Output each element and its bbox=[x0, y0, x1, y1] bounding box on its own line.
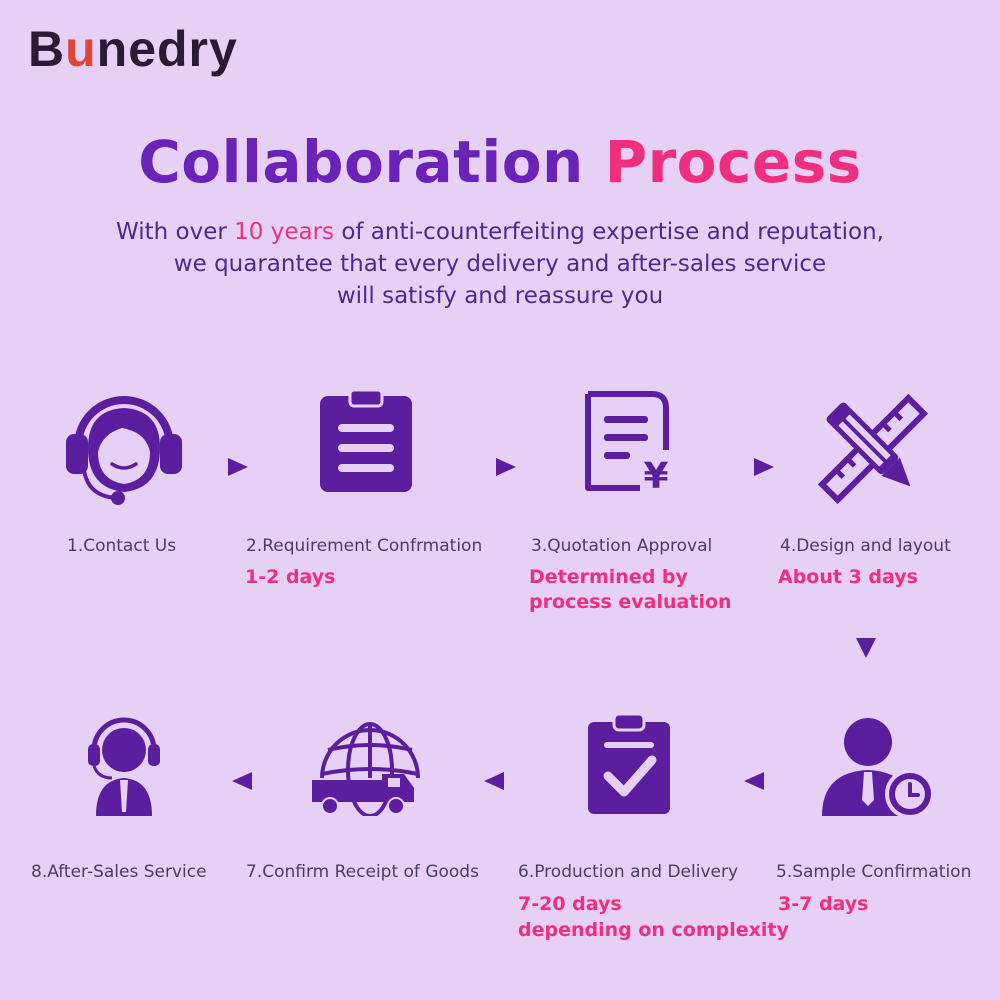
arrow-right-icon bbox=[228, 458, 248, 476]
step-3-duration-line2: process evaluation bbox=[529, 591, 732, 613]
arrow-left-icon bbox=[232, 772, 252, 790]
subtitle-line-2: we quarantee that every delivery and aft… bbox=[173, 251, 827, 277]
step-5-label: 5.Sample Confirmation bbox=[776, 862, 972, 882]
headset-agent-icon bbox=[66, 396, 182, 505]
arrow-down-icon bbox=[856, 638, 876, 658]
clipboard-check-icon bbox=[588, 714, 670, 814]
arrow-left-icon bbox=[484, 772, 504, 790]
step-4-duration: About 3 days bbox=[778, 566, 918, 588]
step-6-duration-line2: depending on complexity bbox=[518, 919, 789, 941]
subtitle-line-3: will satisfy and reassure you bbox=[336, 283, 664, 309]
step-6-label: 6.Production and Delivery bbox=[518, 862, 739, 882]
arrow-left-icon bbox=[744, 772, 764, 790]
arrow-right-icon bbox=[754, 458, 774, 476]
step-3-duration-line1: Determined by bbox=[529, 566, 688, 588]
ruler-pencil-icon bbox=[818, 394, 928, 504]
step-7-label: 7.Confirm Receipt of Goods bbox=[246, 862, 479, 882]
person-clock-icon bbox=[822, 718, 935, 818]
arrow-right-icon bbox=[496, 458, 516, 476]
page-subtitle: With over 10 years of anti-counterfeitin… bbox=[0, 216, 1000, 312]
step-2-label: 2.Requirement Confrmation bbox=[246, 536, 483, 556]
brand-logo: Bunedry bbox=[28, 21, 238, 77]
step-5-duration: 3-7 days bbox=[778, 893, 869, 915]
step-1-label: 1.Contact Us bbox=[67, 536, 177, 556]
svg-text:¥: ¥ bbox=[643, 456, 668, 494]
support-person-icon bbox=[88, 717, 160, 816]
step-3-label: 3.Quotation Approval bbox=[531, 536, 713, 556]
step-8-label: 8.After-Sales Service bbox=[31, 862, 207, 882]
step-6-duration-line1: 7-20 days bbox=[518, 893, 622, 915]
clipboard-icon bbox=[320, 390, 412, 492]
globe-truck-icon bbox=[312, 722, 420, 816]
step-2-duration: 1-2 days bbox=[245, 566, 336, 588]
step-4-label: 4.Design and layout bbox=[780, 536, 951, 556]
subtitle-line-1: With over 10 years of anti-counterfeitin… bbox=[116, 219, 884, 245]
page-title: Collaboration Process bbox=[138, 128, 862, 196]
quotation-document-icon: ¥ bbox=[585, 391, 669, 494]
